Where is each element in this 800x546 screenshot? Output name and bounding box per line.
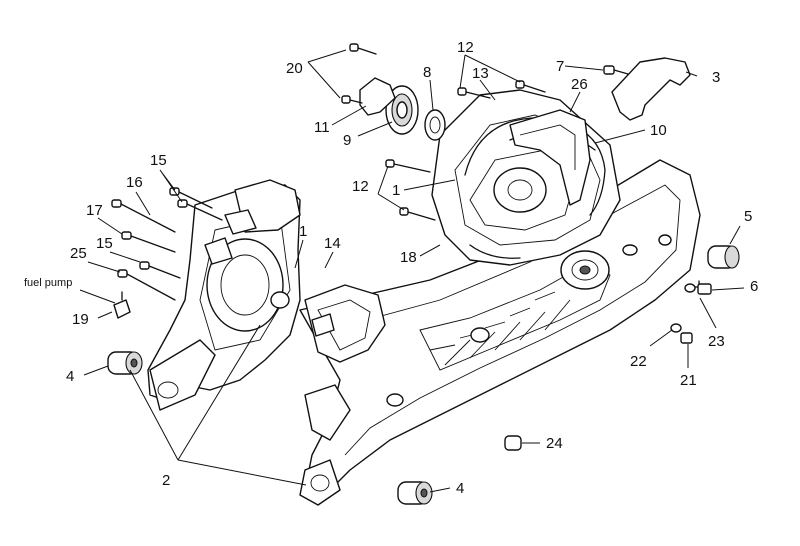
callout-4a: 4 — [66, 368, 74, 385]
bush-small — [504, 435, 522, 451]
fuel-pump-label: fuel pump — [24, 277, 72, 289]
callout-26: 26 — [571, 76, 588, 93]
callout-7: 7 — [556, 58, 564, 75]
silent-block-bottom — [397, 481, 433, 505]
callout-labels: 20 11 9 8 12 13 7 26 3 10 12 1 18 15 16 … — [24, 39, 758, 497]
callout-1a: 1 — [299, 223, 307, 240]
callout-24: 24 — [546, 435, 563, 452]
bush — [707, 245, 740, 269]
crankcase-main — [299, 159, 701, 506]
callout-5: 5 — [744, 208, 752, 225]
oil-seal — [424, 109, 446, 141]
callout-18: 18 — [400, 249, 417, 266]
callout-11: 11 — [314, 119, 330, 136]
callout-12a: 12 — [457, 39, 474, 56]
callout-2: 2 — [162, 472, 170, 489]
callout-16: 16 — [126, 174, 143, 191]
callout-13: 13 — [472, 65, 489, 82]
crankcase-middle-bracket — [304, 284, 386, 363]
silent-block-left — [107, 351, 143, 375]
callout-8: 8 — [423, 64, 431, 81]
callout-6: 6 — [750, 278, 758, 295]
callout-15b: 15 — [96, 235, 113, 252]
bracket-plate — [611, 57, 691, 121]
callout-23: 23 — [708, 333, 725, 350]
callout-25: 25 — [70, 245, 87, 262]
callout-19: 19 — [72, 311, 89, 328]
callout-9: 9 — [343, 132, 351, 149]
callout-22: 22 — [630, 353, 647, 370]
callout-10: 10 — [650, 122, 667, 139]
retainer — [359, 77, 396, 116]
callout-12b: 12 — [352, 178, 369, 195]
callout-17: 17 — [86, 202, 103, 219]
callout-20: 20 — [286, 60, 303, 77]
callout-21: 21 — [680, 372, 697, 389]
callout-14: 14 — [324, 235, 341, 252]
callout-4b: 4 — [456, 480, 464, 497]
leader-lines — [79, 49, 745, 493]
crankcase-left — [147, 179, 301, 411]
callout-3: 3 — [712, 69, 720, 86]
cover-plate — [509, 109, 591, 206]
gearbox-cover — [431, 89, 621, 266]
callout-15a: 15 — [150, 152, 167, 169]
callout-1b: 1 — [392, 182, 400, 199]
